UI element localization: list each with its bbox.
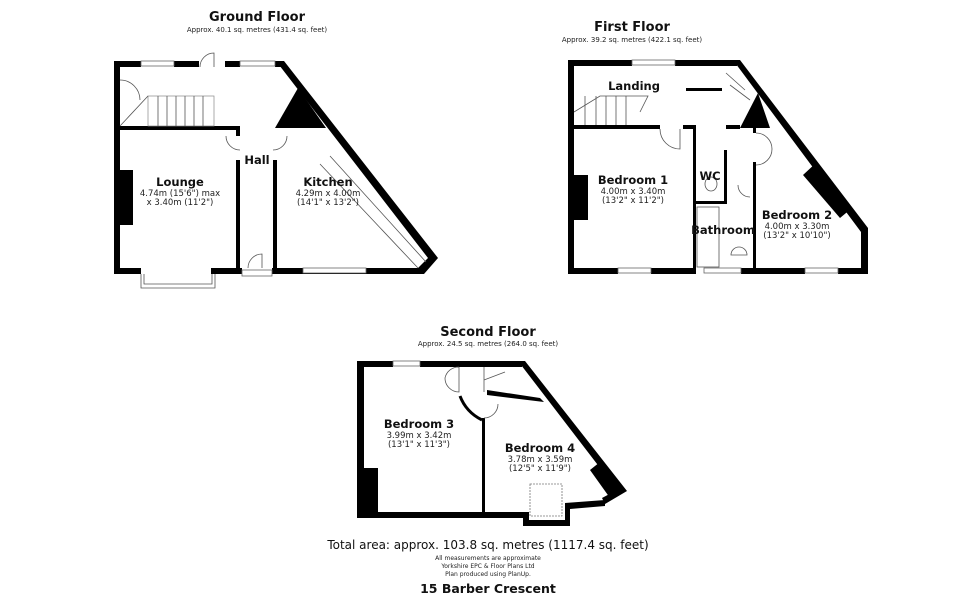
bathroom-label: Bathroom <box>691 223 755 237</box>
footer: Total area: approx. 103.8 sq. metres (11… <box>326 538 648 594</box>
bedroom3-dimensions: 3.99m x 3.42m <box>387 431 452 441</box>
total-area: Total area: approx. 103.8 sq. metres (11… <box>326 538 648 552</box>
first-floor-fixtures <box>573 72 773 268</box>
lounge-dimensions: 4.74m (15'6") max <box>140 189 220 199</box>
ground-floor-title: Ground Floor <box>209 10 306 25</box>
lounge-label: Lounge <box>156 175 204 189</box>
bedroom4-dimensions: 3.78m x 3.59m <box>508 455 573 465</box>
bedroom2-label: Bedroom 2 <box>762 208 832 222</box>
ground-floor-walls <box>114 61 438 274</box>
bedroom1-dimensions-2: (13'2" x 11'2") <box>602 196 664 206</box>
lounge-chimney <box>120 170 133 225</box>
first-floor-title: First Floor <box>594 20 670 35</box>
second-floor-title: Second Floor <box>440 325 536 340</box>
first-floor-windows <box>617 59 839 274</box>
bedroom4-label: Bedroom 4 <box>505 441 575 455</box>
landing-label: Landing <box>608 79 660 93</box>
wc-label: WC <box>699 169 720 183</box>
bedroom2-dimensions-2: (13'2" x 10'10") <box>763 231 830 241</box>
hall-label: Hall <box>244 153 269 167</box>
bedroom4-dimensions-2: (12'5" x 11'9") <box>509 464 571 474</box>
first-floor: First Floor Approx. 39.2 sq. metres (422… <box>562 20 868 274</box>
second-floor-walls <box>357 361 627 526</box>
first-floor-walls <box>568 60 868 274</box>
ground-floor-stairs <box>119 52 427 269</box>
bedroom3-label: Bedroom 3 <box>384 417 454 431</box>
skylight <box>529 483 563 517</box>
first-floor-area: Approx. 39.2 sq. metres (422.1 sq. feet) <box>562 36 703 44</box>
second-floor-fixtures <box>444 366 506 419</box>
ground-floor: Ground Floor Approx. 40.1 sq. metres (43… <box>114 10 438 289</box>
bedroom1-dimensions: 4.00m x 3.40m <box>601 187 666 197</box>
bedroom3-dimensions-2: (13'1" x 11'3") <box>388 440 450 450</box>
second-floor-windows <box>392 360 563 517</box>
kitchen-dimensions-2: (14'1" x 13'2") <box>297 198 359 208</box>
ground-floor-windows <box>140 60 367 289</box>
bedroom2-dimensions: 4.00m x 3.30m <box>765 222 830 232</box>
kitchen-dimensions: 4.29m x 4.00m <box>296 189 361 199</box>
note-approximate: All measurements are approximate <box>435 555 541 562</box>
bedroom1-label: Bedroom 1 <box>598 173 668 187</box>
lounge-dimensions-2: x 3.40m (11'2") <box>147 198 214 208</box>
note-company: Yorkshire EPC & Floor Plans Ltd <box>440 563 534 570</box>
second-floor-area: Approx. 24.5 sq. metres (264.0 sq. feet) <box>418 340 559 348</box>
second-floor: Second Floor Approx. 24.5 sq. metres (26… <box>357 325 627 526</box>
property-address: 15 Barber Crescent <box>420 581 556 594</box>
bedroom1-chimney <box>574 175 588 220</box>
ground-floor-area: Approx. 40.1 sq. metres (431.4 sq. feet) <box>187 26 328 34</box>
kitchen-label: Kitchen <box>303 175 352 189</box>
note-software: Plan produced using PlanUp. <box>445 571 531 578</box>
bedroom3-chimney <box>364 468 378 512</box>
